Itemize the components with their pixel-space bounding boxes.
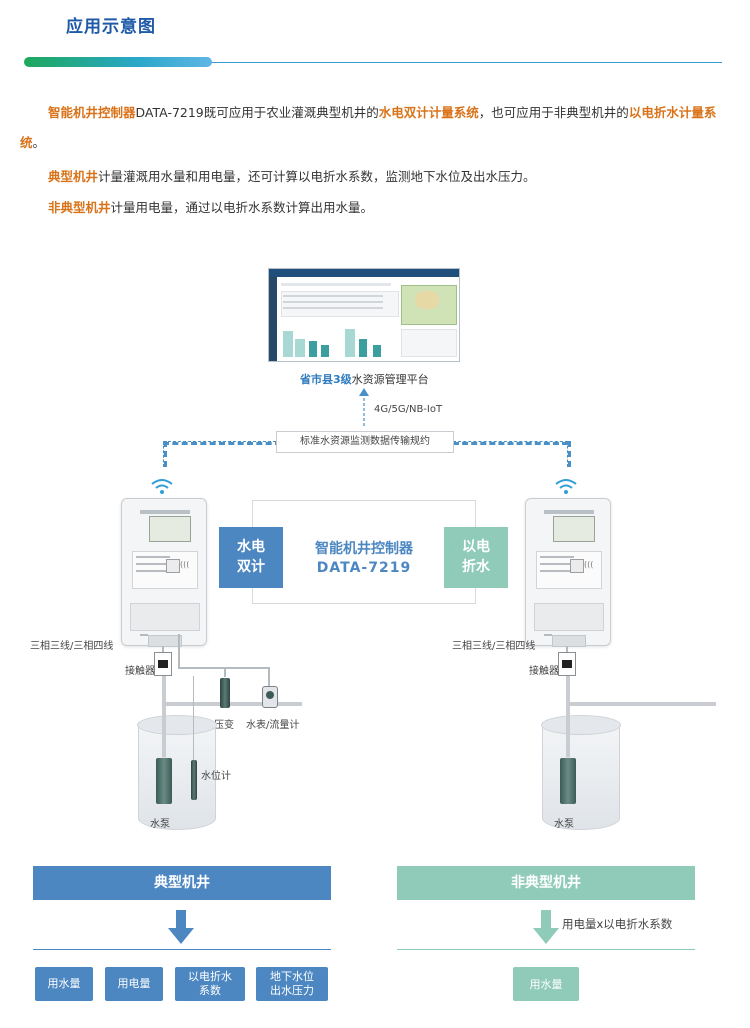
pump-label-right: 水泵 <box>554 819 574 830</box>
protocol-drop-left <box>163 441 167 467</box>
well-tank-rim-right <box>541 715 621 735</box>
riser-pipe-inner-left <box>162 715 166 757</box>
sensor-cable <box>193 676 194 760</box>
uplink-arrow <box>359 388 369 426</box>
pump-right <box>560 758 576 804</box>
network-label: 4G/5G/NB-IoT <box>374 404 443 415</box>
well-tank-right <box>542 722 620 830</box>
platform-dashboard-screenshot <box>268 268 460 362</box>
highlight-atypical-well: 非典型机井 <box>48 200 111 215</box>
device-name: 智能机井控制器 <box>315 541 413 557</box>
electricity-to-water-tag: 以电 折水 <box>444 527 508 588</box>
center-box <box>252 500 476 604</box>
water-level-label: 水位计 <box>201 771 231 782</box>
dual-metering-tag: 水电 双计 <box>219 527 283 588</box>
contactor-right <box>558 652 576 676</box>
typical-divider <box>33 949 331 950</box>
wifi-icon <box>151 479 173 494</box>
result-electricity: 用电量 <box>105 967 163 1001</box>
result-groundwater-pressure: 地下水位 出水压力 <box>256 967 328 1001</box>
pressure-transmitter <box>220 678 230 708</box>
well-tank-rim-left <box>137 715 217 735</box>
intro-paragraph-3: 非典型机井计量用电量，通过以电折水系数计算出用水量。 <box>48 200 374 215</box>
wire <box>224 667 226 677</box>
formula-label: 用电量x以电折水系数 <box>562 917 673 931</box>
highlight-controller: 智能机井控制器 <box>48 105 136 120</box>
title-accent-bar <box>24 57 212 67</box>
result-conversion-coefficient: 以电折水 系数 <box>175 967 245 1001</box>
well-tank-left <box>138 722 216 830</box>
highlight-typical-well: 典型机井 <box>48 169 99 184</box>
protocol-line-right <box>453 441 568 445</box>
flowmeter <box>262 686 278 708</box>
contactor-label-left: 接触器 <box>125 666 155 677</box>
protocol-box: 标准水资源监测数据传输规约 <box>276 431 454 453</box>
pressure-label: 压变 <box>214 720 234 731</box>
wire <box>140 634 148 636</box>
intro-paragraph-2: 典型机井计量灌溉用水量和用电量，还可计算以电折水系数，监测地下水位及出水压力。 <box>48 169 536 184</box>
highlight-dual-metering: 水电双计计量系统 <box>378 105 479 120</box>
controller-device-right: ((( <box>525 498 611 647</box>
intro-paragraph-1: 智能机井控制器DATA-7219既可应用于农业灌溉典型机井的水电双计计量系统，也… <box>20 105 717 150</box>
down-arrow-icon <box>533 910 559 944</box>
typical-well-header: 典型机井 <box>33 866 331 900</box>
pump-label-left: 水泵 <box>150 819 170 830</box>
atypical-divider <box>397 949 695 950</box>
riser-pipe-inner-right <box>566 715 570 757</box>
result-water-volume: 用水量 <box>35 967 93 1001</box>
atypical-well-header: 非典型机井 <box>397 866 695 900</box>
wire <box>544 634 552 636</box>
water-level-sensor <box>191 760 197 800</box>
contactor-left <box>154 652 172 676</box>
platform-caption: 省市县3级水资源管理平台 <box>300 373 429 386</box>
controller-device-left: ((( <box>121 498 207 647</box>
highlight-electricity-to-water: 以电折水计量系统 <box>20 105 717 150</box>
power-line-label-right: 三相三线/三相四线 <box>452 641 536 652</box>
outlet-pipe-left <box>162 702 302 706</box>
power-line-label-left: 三相三线/三相四线 <box>30 641 114 652</box>
page-title: 应用示意图 <box>66 17 156 37</box>
outlet-pipe-right <box>566 702 716 706</box>
title-divider <box>200 62 722 63</box>
wire <box>178 634 180 668</box>
contactor-label-right: 接触器 <box>529 666 559 677</box>
device-model: DATA-7219 <box>316 560 412 576</box>
down-arrow-icon <box>168 910 194 944</box>
protocol-line-left <box>163 441 281 445</box>
wire <box>268 667 270 687</box>
flowmeter-label: 水表/流量计 <box>246 720 300 731</box>
pump-left <box>156 758 172 804</box>
protocol-drop-right <box>567 441 571 467</box>
wifi-icon <box>555 479 577 494</box>
result-water-volume-atypical: 用水量 <box>513 967 579 1001</box>
